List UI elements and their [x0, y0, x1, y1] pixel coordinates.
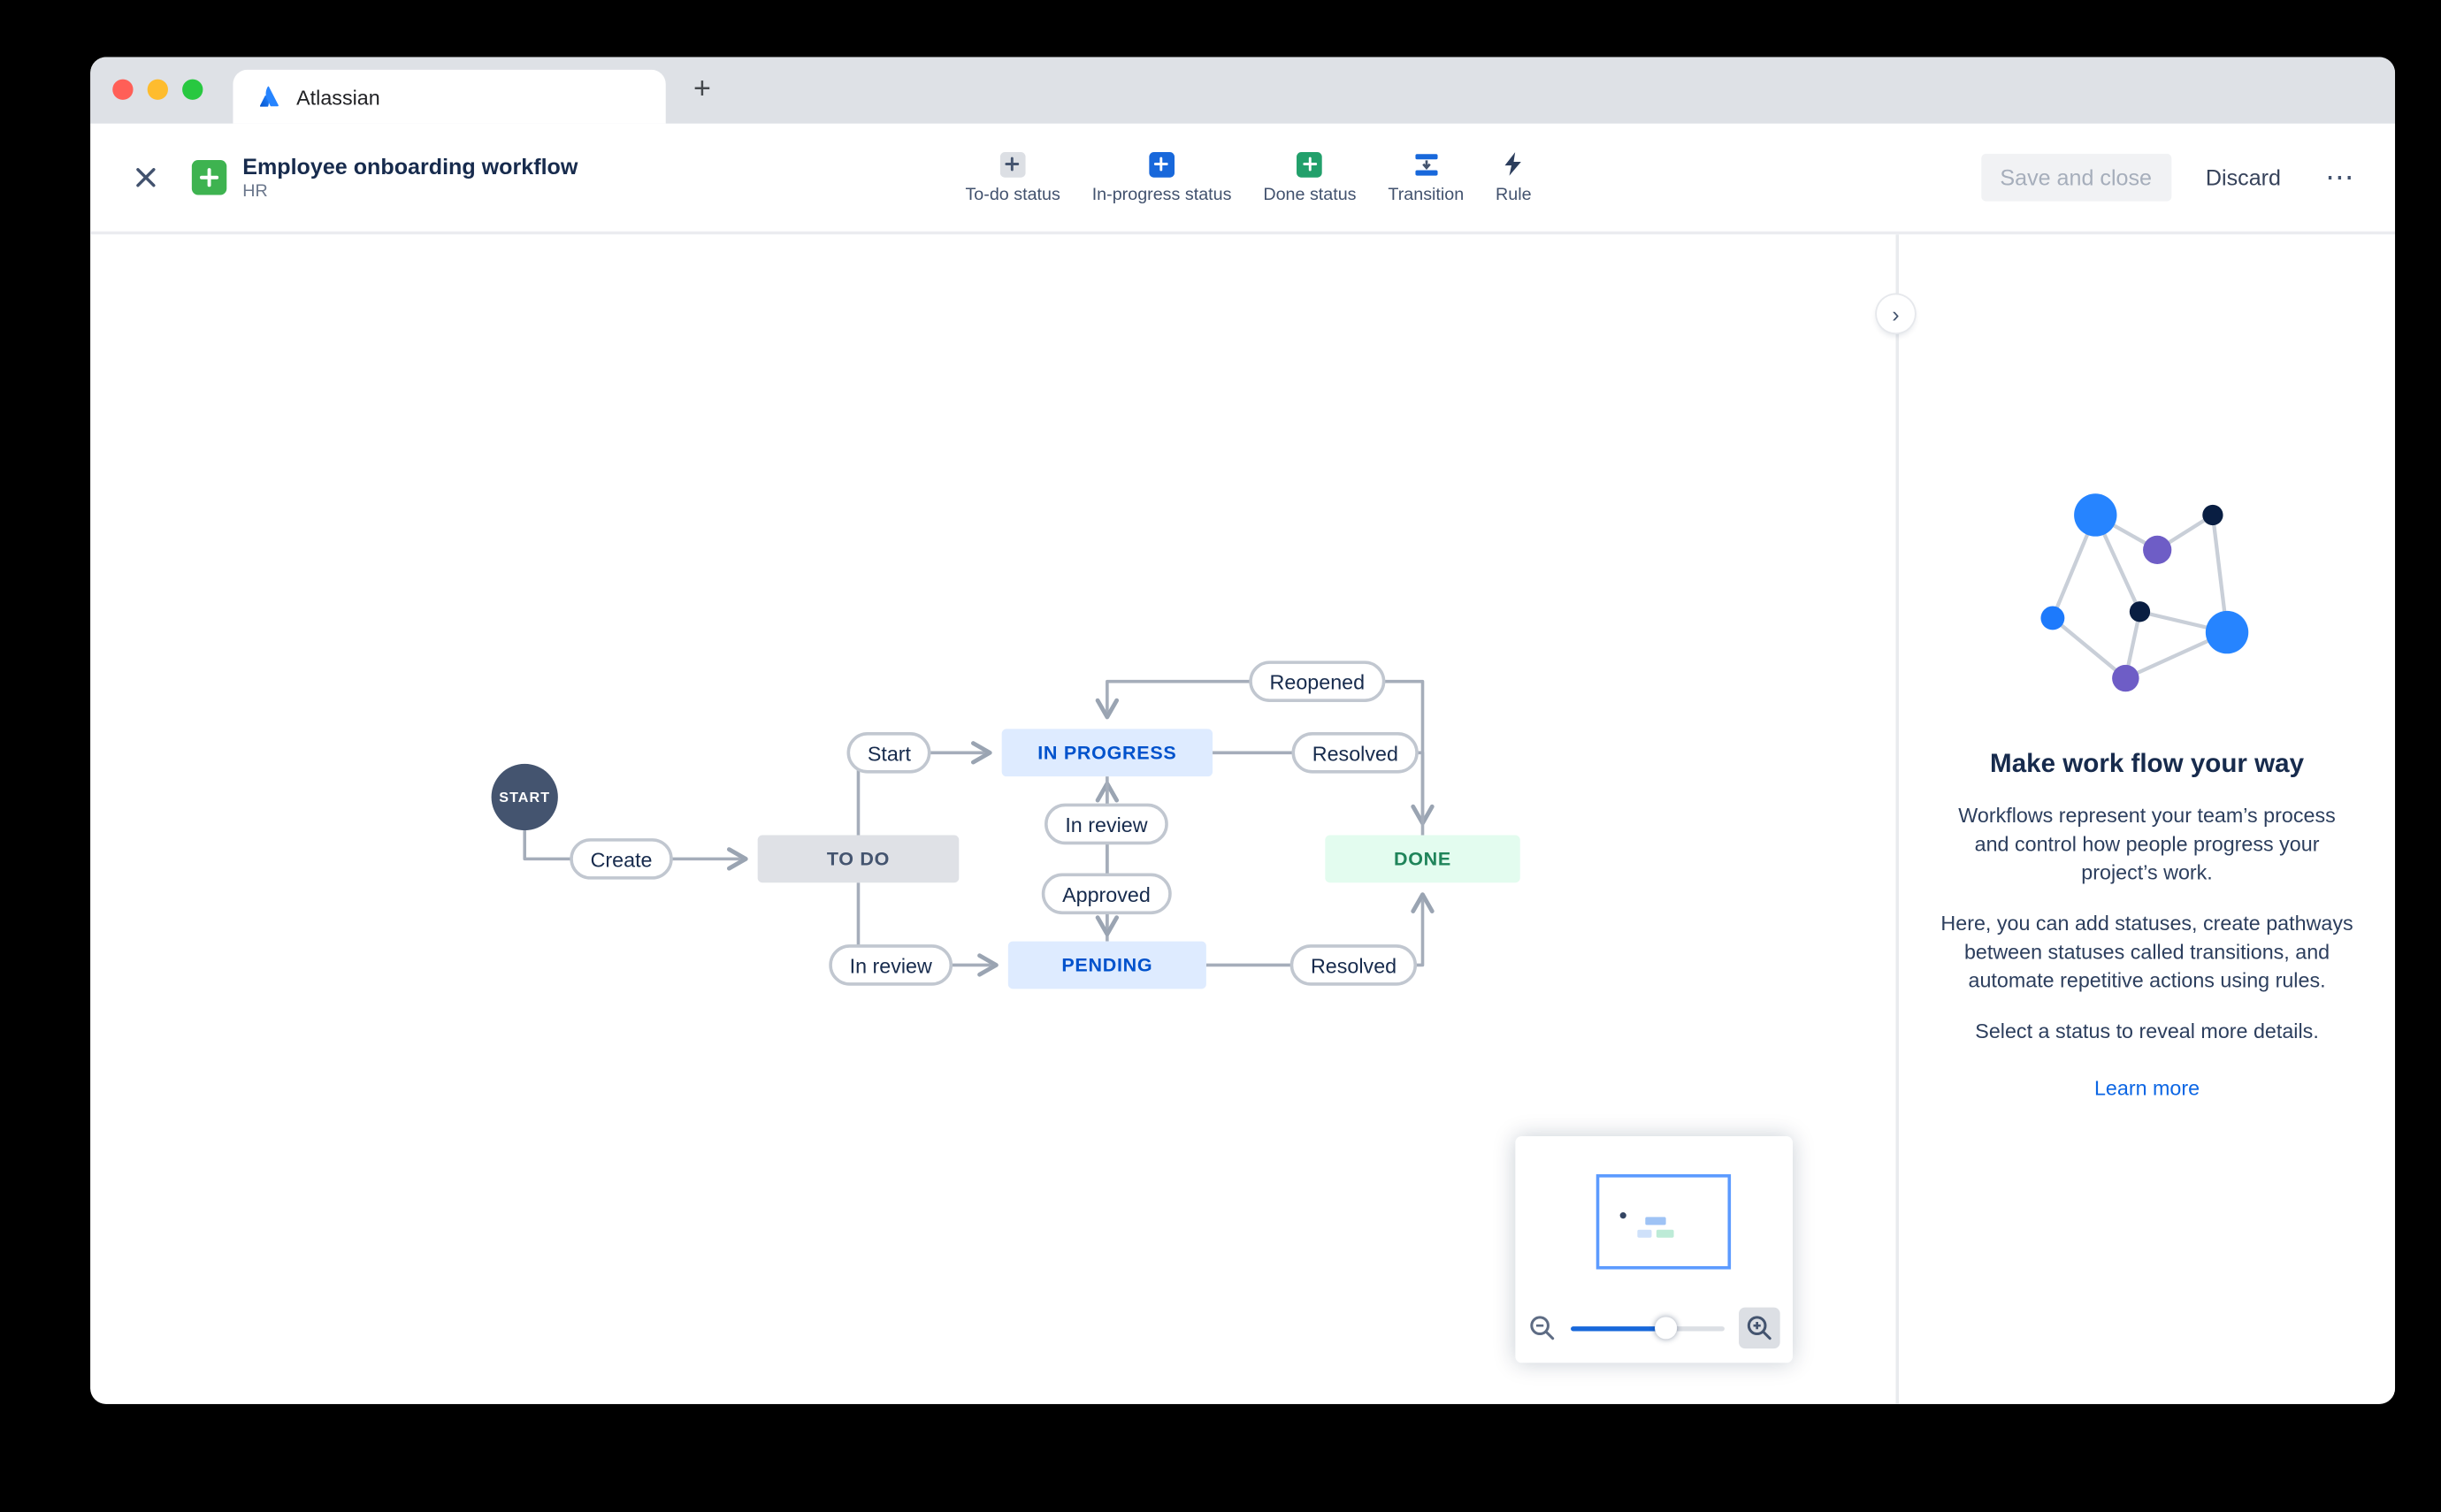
transition-in-review-middle[interactable]: In review	[1045, 803, 1168, 845]
workflow-project: HR	[242, 182, 268, 202]
add-rule-button[interactable]: Rule	[1496, 151, 1532, 203]
editor-content: START TO DO IN PROGRESS PENDING DONE Cre…	[90, 234, 2396, 1404]
status-node-done[interactable]: DONE	[1325, 835, 1520, 883]
zoom-in-button[interactable]	[1739, 1307, 1780, 1349]
browser-window: Atlassian + Employee onboarding workflow…	[90, 57, 2396, 1404]
zoom-in-icon	[1747, 1316, 1771, 1340]
title-block: Employee onboarding workflow HR	[242, 154, 578, 202]
window-close-button[interactable]	[112, 79, 134, 100]
done-plus-icon	[1297, 151, 1323, 177]
workflow-edges	[523, 679, 1435, 977]
status-node-todo[interactable]: TO DO	[757, 835, 960, 883]
atlassian-logo-icon	[256, 84, 282, 110]
todo-plus-icon	[999, 151, 1026, 177]
new-tab-button[interactable]: +	[693, 73, 711, 107]
editor-toolbar: To-do status In-progress status Done sta…	[965, 124, 1532, 232]
close-editor-button[interactable]	[122, 154, 170, 202]
transition-create[interactable]: Create	[570, 838, 673, 880]
window-zoom-button[interactable]	[182, 79, 203, 100]
panel-heading: Make work flow your way	[1990, 749, 2305, 778]
zoom-slider-fill	[1571, 1325, 1666, 1331]
zoom-out-button[interactable]	[1528, 1314, 1557, 1342]
browser-tab-atlassian[interactable]: Atlassian	[233, 69, 666, 124]
workflow-avatar-icon	[191, 160, 227, 195]
minimap-viewport[interactable]	[1595, 1174, 1732, 1270]
transition-icon	[1413, 151, 1439, 177]
transition-approved[interactable]: Approved	[1041, 873, 1172, 915]
workflow-editor-header: Employee onboarding workflow HR To-do st…	[90, 123, 2396, 235]
help-panel: Make work flow your way Workflows repres…	[1895, 234, 2396, 1404]
minimap-node-mark	[1645, 1217, 1666, 1226]
zoom-controls	[1528, 1302, 1780, 1353]
minimap-start-dot	[1619, 1212, 1626, 1219]
save-and-close-button[interactable]: Save and close	[1980, 153, 2171, 202]
more-options-button[interactable]: ⋯	[2315, 157, 2363, 197]
tab-title: Atlassian	[296, 84, 380, 109]
panel-paragraph-1: Workflows represent your team’s process …	[1958, 803, 2336, 885]
add-todo-status-button[interactable]: To-do status	[965, 151, 1060, 203]
network-illustration	[2039, 493, 2248, 692]
minimap-node-mark	[1656, 1229, 1674, 1238]
lightning-icon	[1501, 151, 1527, 177]
transition-start[interactable]: Start	[846, 731, 932, 774]
zoom-slider-handle[interactable]	[1655, 1317, 1678, 1340]
inprogress-plus-icon	[1149, 151, 1175, 177]
transition-in-review-left[interactable]: In review	[829, 944, 953, 986]
window-minimize-button[interactable]	[147, 79, 168, 100]
add-done-status-button[interactable]: Done status	[1263, 151, 1357, 203]
transition-reopened[interactable]: Reopened	[1249, 661, 1386, 702]
workflow-canvas[interactable]: START TO DO IN PROGRESS PENDING DONE Cre…	[90, 234, 1896, 1404]
transition-resolved-top[interactable]: Resolved	[1291, 731, 1419, 774]
zoom-out-icon	[1530, 1316, 1555, 1340]
minimap	[1515, 1136, 1793, 1363]
panel-paragraph-3: Select a status to reveal more details.	[1975, 1019, 2319, 1043]
discard-button[interactable]: Discard	[2196, 154, 2291, 202]
add-transition-button[interactable]: Transition	[1388, 151, 1464, 203]
minimap-node-mark	[1637, 1229, 1652, 1238]
status-node-pending[interactable]: PENDING	[1007, 941, 1206, 989]
close-icon	[136, 168, 156, 187]
zoom-slider[interactable]	[1571, 1317, 1725, 1340]
learn-more-link[interactable]: Learn more	[2093, 1075, 2200, 1100]
header-actions: Save and close Discard ⋯	[1980, 153, 2363, 202]
workflow-title: Employee onboarding workflow	[242, 153, 578, 179]
start-node[interactable]: START	[491, 763, 558, 831]
browser-tab-bar: Atlassian +	[90, 57, 2396, 124]
panel-paragraph-2: Here, you can add statuses, create pathw…	[1940, 911, 2353, 992]
transition-resolved-bottom[interactable]: Resolved	[1289, 944, 1418, 986]
add-inprogress-status-button[interactable]: In-progress status	[1092, 151, 1231, 203]
status-node-in-progress[interactable]: IN PROGRESS	[1001, 729, 1213, 777]
collapse-panel-button[interactable]: ›	[1876, 294, 1915, 333]
